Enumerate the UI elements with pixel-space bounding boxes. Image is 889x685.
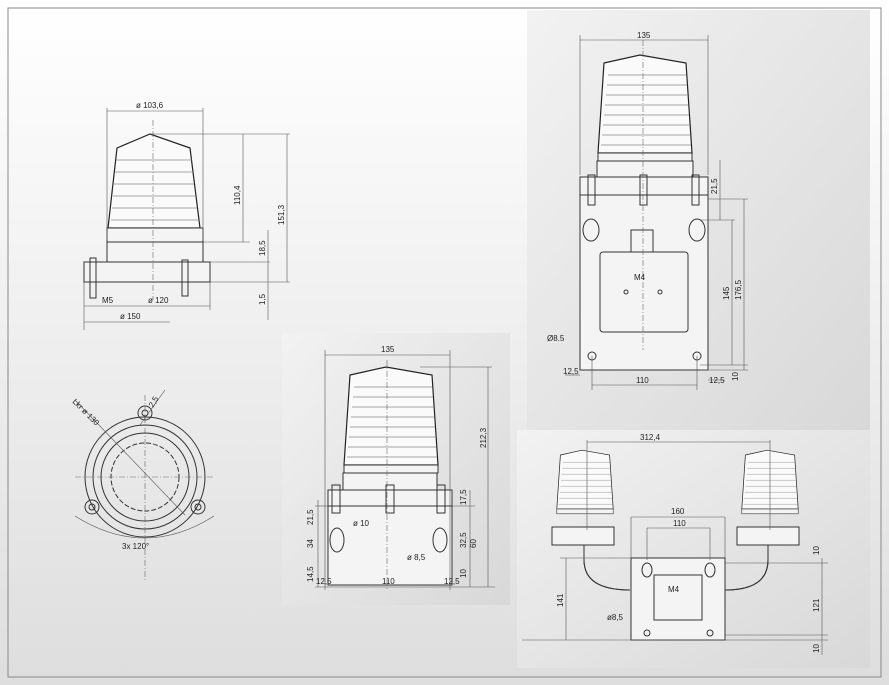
dim-thread: M5: [102, 296, 114, 305]
dim-d3: 176,5: [734, 279, 743, 300]
dim-edge-right: 12,5: [444, 577, 460, 586]
dim-top: 10: [812, 546, 821, 555]
dim-hole: Ø8.5: [547, 334, 565, 343]
dim-height-right: 121: [812, 598, 821, 612]
dim-bottom: 10: [731, 372, 740, 381]
dim-spacing: 110: [636, 376, 649, 385]
dim-spacing: 110: [673, 519, 686, 528]
dim-d3: 34: [306, 539, 315, 548]
dim-width: 135: [637, 31, 651, 40]
dim-height-dome: 110,4: [233, 185, 242, 205]
dim-spacing: 110: [382, 577, 395, 586]
dim-d7: 10: [459, 569, 468, 578]
dim-span: 312,4: [640, 433, 661, 442]
dim-dia-top: ø 103,6: [136, 101, 164, 110]
label-screw: M4: [634, 273, 646, 282]
dim-flange: 1,5: [258, 293, 267, 305]
dim-d6: 60: [469, 539, 478, 548]
dim-edge-left: 12,5: [563, 367, 579, 376]
dim-height-left: 141: [556, 593, 565, 607]
dim-d1: 17,5: [459, 489, 468, 505]
dim-d2: 21,5: [306, 509, 315, 525]
dim-edge-left: 12,5: [316, 577, 332, 586]
dim-plate-width: 160: [671, 507, 685, 516]
dim-width: 135: [381, 345, 395, 354]
dim-d5: 32,5: [459, 532, 468, 548]
dim-dia-base: ø 150: [120, 312, 141, 321]
wall-mount-small-view: 135 212,3 17,5 21,5 34 14,5 ø 10 ø 8,5 3…: [306, 345, 495, 590]
dim-hole: ø8,5: [607, 613, 624, 622]
dim-edge-right: 12,5: [709, 376, 725, 385]
dim-d4: 14,5: [306, 566, 315, 582]
dim-hole-large: ø 10: [353, 519, 370, 528]
dim-angle: 3x 120°: [122, 542, 149, 551]
dim-base-height: 18,5: [258, 240, 267, 256]
dim-d1: 21,5: [710, 178, 719, 194]
double-mount-view: 312,4 160 110 141 121 10 10 ø8,5 M4: [522, 433, 828, 655]
dim-hole-small: ø 8,5: [407, 553, 426, 562]
dim-bottom: 10: [812, 644, 821, 653]
dim-d2: 145: [722, 286, 731, 300]
side-view: ø 103,6 110,4 151,3 18,5 1,5 M5 ø 120 ø …: [83, 101, 290, 330]
wall-mount-box-view: 135 21,5 145 176,5 M4 Ø8.5 12,5 110 12,5…: [547, 31, 748, 390]
dim-height-total: 151,3: [277, 204, 286, 225]
dim-height-total: 212,3: [479, 427, 488, 448]
dim-dia-bolt: ø 120: [148, 296, 169, 305]
label-screw: M4: [668, 585, 680, 594]
